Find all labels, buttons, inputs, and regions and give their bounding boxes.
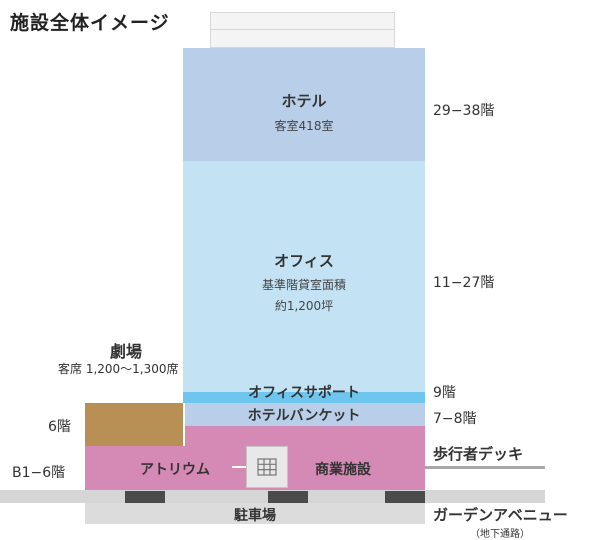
garden-avenue-label: ガーデンアベニュー xyxy=(433,506,568,524)
hotel-rooms-label: 客室418室 xyxy=(274,119,334,133)
theater-floors: 6階 xyxy=(48,419,71,435)
office-floors: 11−27階 xyxy=(433,275,495,291)
hotel-block xyxy=(183,48,425,161)
theater-seats-label: 客席 1,200〜1,300席 xyxy=(58,362,179,376)
parking-entrance-1 xyxy=(125,491,165,503)
commercial-label: 商業施設 xyxy=(315,462,371,478)
office-block xyxy=(183,161,425,392)
hotel-floors: 29−38階 xyxy=(433,103,495,119)
hotel-banquet-floors: 7−8階 xyxy=(433,411,477,427)
theater-divider xyxy=(183,403,185,446)
underground-passage-label: （地下通路） xyxy=(470,529,530,540)
grid-icon xyxy=(257,458,277,476)
theater-block xyxy=(85,403,183,446)
atrium-label: アトリウム xyxy=(140,462,210,478)
office-support-floors: 9階 xyxy=(433,385,456,401)
diagram-title: 施設全体イメージ xyxy=(10,12,170,34)
parking-entrance-3 xyxy=(385,491,425,503)
office-area-label: 基準階貸室面積 xyxy=(261,278,346,292)
parking-label: 駐車場 xyxy=(234,508,276,524)
atrium-grid-icon xyxy=(246,446,288,488)
office-support-label: オフィスサポート xyxy=(248,385,360,401)
hotel-banquet-block xyxy=(183,403,425,426)
office-label: オフィス xyxy=(274,252,334,270)
theater-label: 劇場 xyxy=(110,342,143,361)
pedestrian-deck-line xyxy=(425,466,545,469)
commercial-floors: B1−6階 xyxy=(12,465,66,481)
rooftop-crown-line xyxy=(210,29,395,30)
office-area-value: 約1,200坪 xyxy=(274,299,334,313)
atrium-connector xyxy=(232,466,246,468)
parking-block xyxy=(85,503,425,524)
rooftop-crown xyxy=(210,12,395,48)
parking-entrance-2 xyxy=(268,491,308,503)
pedestrian-deck-label: 歩行者デッキ xyxy=(433,445,524,463)
office-support-block xyxy=(183,392,425,403)
hotel-label: ホテル xyxy=(281,92,327,110)
hotel-banquet-label: ホテルバンケット xyxy=(247,408,361,424)
